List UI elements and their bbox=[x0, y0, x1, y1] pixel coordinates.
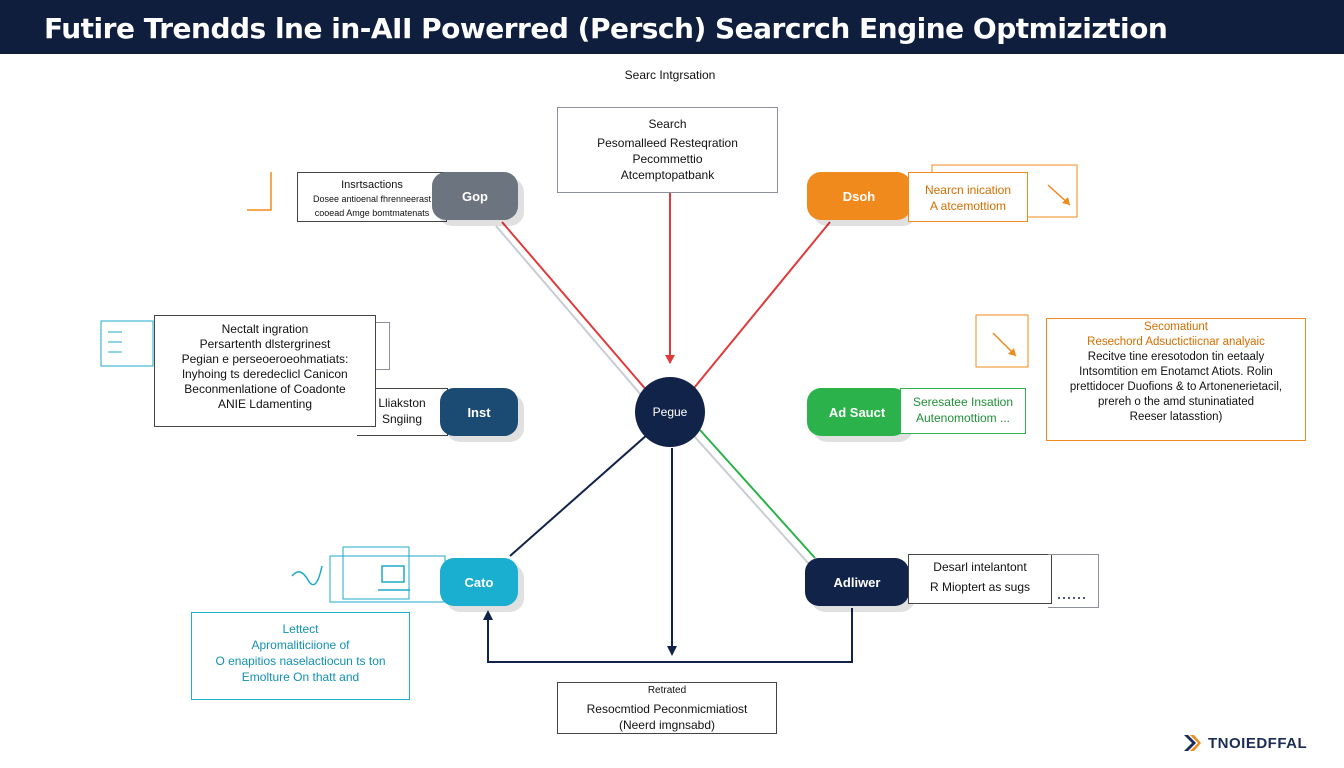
mid-right-box-line: Resechord Adsuctictiicnar analyaic bbox=[1087, 336, 1265, 348]
top-box: Search Pesomalleed Resteqration Pecommet… bbox=[557, 107, 778, 193]
connector-lower-right bbox=[699, 429, 816, 559]
connector-lower-left bbox=[509, 433, 649, 557]
mid-left-box-line: Pegian e perseoeroeohmatiats: bbox=[181, 352, 349, 366]
brand-mark-icon bbox=[1184, 735, 1201, 751]
node-upper-left[interactable]: Gop bbox=[432, 172, 518, 220]
mid-left-box-line: lnyhoing ts deredeclicl Canicon bbox=[182, 367, 348, 381]
lower-right-box: Desarl intelantont R Mioptert as sugs bbox=[908, 554, 1052, 604]
upper-right-box-line: Nearcn inication bbox=[924, 183, 1012, 197]
lower-left-box: Lettect Apromaliticiione of O enapitios … bbox=[191, 612, 410, 700]
bottom-box-line: Retrated bbox=[647, 685, 687, 696]
lower-right-box-line: Desarl intelantont bbox=[933, 560, 1027, 574]
mid-right-sub-line: Seresatee Insation bbox=[912, 395, 1014, 409]
page-title: Futire Trendds lne in-AII Powerred (Pers… bbox=[44, 12, 1168, 45]
lower-right-box-line: R Mioptert as sugs bbox=[929, 580, 1031, 594]
mid-left-sub-line: Sngiing bbox=[381, 412, 423, 426]
node-mid-right[interactable]: Ad Sauct bbox=[807, 388, 907, 436]
node-lower-right[interactable]: Adliwer bbox=[805, 558, 909, 606]
top-box-line: Search bbox=[648, 117, 687, 131]
mid-right-box-line: Recitve tine eresotodon tin eetaaly bbox=[1087, 351, 1265, 363]
mid-left-box-line: ANIE Ldamenting bbox=[217, 397, 313, 411]
connector-upper-right bbox=[693, 221, 831, 389]
header-bar: Futire Trendds lne in-AII Powerred (Pers… bbox=[0, 0, 1344, 54]
upper-right-box-line: A atcemottiom bbox=[929, 199, 1007, 213]
mid-right-box-line: prettidocer Duofions & to Artonenerietac… bbox=[1069, 381, 1283, 393]
mid-right-box: Secomatiunt Resechord Adsuctictiicnar an… bbox=[1046, 318, 1306, 441]
lower-right-box-frame bbox=[1048, 554, 1099, 608]
upper-left-box-line: Insrtsactions bbox=[341, 179, 403, 191]
bottom-bracket bbox=[487, 608, 853, 663]
node-upper-right[interactable]: Dsoh bbox=[807, 172, 911, 220]
upper-right-box: Nearcn inication A atcemottiom bbox=[908, 172, 1028, 222]
bottom-box: Retrated Resocmtiod Peconmicmiatiost (Ne… bbox=[557, 682, 777, 734]
bottom-box-line: (Neerd imgnsabd) bbox=[618, 718, 716, 732]
mid-right-sub-line: Autenomottiom ... bbox=[915, 411, 1011, 425]
mid-right-sub-box: Seresatee Insation Autenomottiom ... bbox=[900, 388, 1026, 434]
node-mid-left[interactable]: Inst bbox=[440, 388, 518, 436]
mid-right-box-line: prereh o the amd stuninatiated bbox=[1098, 396, 1254, 408]
mid-left-sub-line: Lliakston bbox=[378, 396, 426, 410]
bottom-box-line: Resocmtiod Peconmicmiatiost bbox=[586, 702, 748, 716]
upper-left-box-line: cooead Amge bomtmatenats bbox=[314, 208, 430, 218]
mid-right-box-line: Secomatiunt bbox=[1144, 321, 1208, 333]
top-label: Searc Intgrsation bbox=[624, 68, 716, 82]
hub-node[interactable]: Pegue bbox=[635, 377, 705, 447]
lower-left-box-line: Lettect bbox=[282, 622, 319, 636]
connector-upper-left bbox=[501, 221, 649, 393]
lower-left-box-line: Apromaliticiione of bbox=[251, 638, 350, 652]
brand-name: TNOIEDFFAL bbox=[1208, 734, 1308, 752]
node-lower-left[interactable]: Cato bbox=[440, 558, 518, 606]
mid-left-box: Nectalt ingration Persartenth dlstergrin… bbox=[154, 315, 376, 427]
mid-left-box-line: Persartenth dlstergrinest bbox=[199, 337, 331, 351]
mid-right-box-line: Intsomtition em Enotamct Atiots. Rolin bbox=[1079, 366, 1273, 378]
mid-left-box-line: Beconmenlatione of Coadonte bbox=[184, 382, 346, 396]
upper-left-box-line: Dosee antioenal fhrenneerast bbox=[312, 194, 432, 204]
top-box-line: Pecommettio bbox=[632, 152, 703, 166]
mid-right-box-line: Reeser latasstion) bbox=[1129, 411, 1223, 423]
lower-left-box-line: Emolture On thatt and bbox=[241, 670, 360, 684]
top-box-line: Pesomalleed Resteqration bbox=[597, 136, 738, 150]
mid-left-box-line: Nectalt ingration bbox=[221, 322, 309, 336]
upper-left-box: Insrtsactions Dosee antioenal fhrenneera… bbox=[297, 172, 447, 222]
lower-left-box-line: O enapitios naselactiocun ts ton bbox=[215, 654, 386, 668]
brand-logo: TNOIEDFFAL bbox=[1182, 733, 1307, 753]
top-box-line: Atcemptopatbank bbox=[620, 168, 715, 182]
